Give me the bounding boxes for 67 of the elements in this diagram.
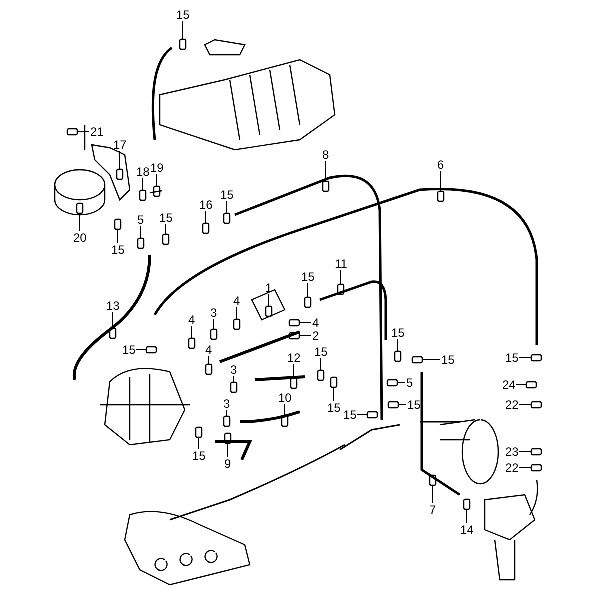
leader-line	[208, 356, 210, 365]
callout-number: 10	[278, 392, 292, 404]
callout-number: 6	[438, 158, 444, 172]
callout-number: 15	[506, 352, 519, 364]
callout-number: 15	[392, 326, 405, 340]
leader-line	[357, 414, 368, 416]
callout-number: 15	[408, 398, 421, 412]
callout-number: 22	[506, 462, 519, 474]
callout-number: 4	[188, 314, 196, 326]
callout-number: 9	[224, 458, 232, 470]
callout-number: 5	[138, 214, 144, 226]
leader-line	[198, 437, 200, 450]
callout-number: 2	[312, 330, 320, 342]
callout-number: 8	[322, 148, 330, 162]
callout-number: 23	[506, 446, 519, 458]
callout-number: 15	[112, 244, 125, 256]
callout-number: 15	[344, 408, 357, 422]
leader-line	[519, 404, 532, 406]
callout-number: 15	[176, 8, 190, 22]
leader-line	[398, 404, 407, 406]
callout-number: 16	[200, 198, 213, 212]
leader-line	[516, 384, 527, 386]
callout-number: 3	[210, 306, 218, 320]
callout-number: 3	[224, 398, 230, 410]
callout-number: 15	[442, 354, 455, 366]
callout-number: 18	[136, 166, 150, 178]
callout-number: 14	[460, 524, 474, 536]
callout-number: 15	[122, 344, 136, 356]
callout-number: 12	[288, 352, 301, 364]
callout-number: 22	[506, 398, 519, 412]
leader-line	[226, 201, 228, 214]
leader-line	[142, 178, 144, 191]
leader-line	[140, 226, 142, 239]
leader-line	[432, 485, 434, 504]
callout-number: 11	[335, 258, 348, 270]
callout-number: 17	[114, 138, 127, 152]
callout-number: 19	[150, 162, 164, 174]
callout-number: 15	[192, 450, 206, 462]
callout-number: 20	[74, 232, 87, 244]
leader-line	[299, 322, 312, 324]
leader-line	[112, 312, 114, 329]
leader-line	[397, 382, 406, 384]
leader-line	[340, 270, 342, 285]
leader-line	[236, 307, 238, 320]
callout-number: 21	[90, 126, 104, 138]
engine-vacuum-hoses-drawing	[54, 38, 542, 586]
callout-number: 15	[302, 270, 315, 284]
callout-number: 15	[328, 402, 341, 414]
leader-line	[320, 358, 322, 371]
leader-line	[268, 294, 270, 307]
leader-line	[182, 21, 184, 40]
callout-number: 15	[160, 212, 173, 224]
callout-number: 24	[502, 378, 516, 392]
callout-number: 15	[220, 188, 234, 202]
leader-line	[226, 410, 228, 417]
callout-number: 4	[234, 294, 240, 308]
callout-number: 3	[230, 364, 238, 376]
leader-line	[156, 174, 158, 187]
callout-number: 15	[314, 346, 328, 358]
leader-line	[284, 404, 286, 417]
callout-number: 7	[430, 504, 436, 516]
leader-line	[440, 171, 442, 192]
callout-number: 4	[206, 344, 212, 356]
leader-line	[466, 509, 468, 524]
callout-number: 4	[312, 316, 320, 330]
callout-number: 5	[406, 376, 414, 390]
callout-number: 13	[106, 300, 120, 312]
